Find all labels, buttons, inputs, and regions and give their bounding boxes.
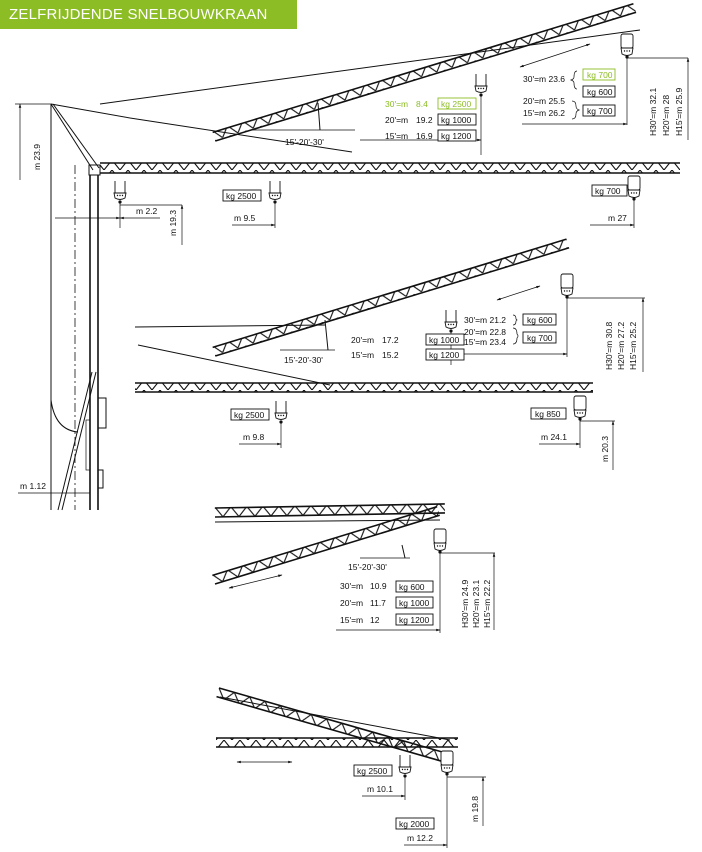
config1-row1-angle: 30'=m xyxy=(385,99,408,109)
config2-luffed-jib xyxy=(134,238,645,372)
config1-horizontal-jib xyxy=(55,162,680,245)
config2-tip-r30: 30'=m 21.2 xyxy=(464,315,506,325)
config1-luffed-jib xyxy=(212,2,690,155)
config4-tip-load: kg 2000 xyxy=(399,819,430,829)
config2-tip-r20: 20'=m 22.8 xyxy=(464,327,506,337)
config2-inner-load: kg 2500 xyxy=(234,410,265,420)
config1-inner-load: kg 2500 xyxy=(226,191,257,201)
mast-height-label: m 23.9 xyxy=(32,144,42,170)
config2-row1-load: kg 1000 xyxy=(429,335,460,345)
config2-angle-label: 15'-20'-30' xyxy=(284,355,323,365)
config4-inner-load: kg 2500 xyxy=(357,766,388,776)
config1-tip-r15: 15'=m 26.2 xyxy=(523,108,565,118)
page-title: ZELFRIJDENDE SNELBOUWKRAAN xyxy=(0,0,297,29)
config1-row3-angle: 15'=m xyxy=(385,131,408,141)
config2-tip-radius: m 24.1 xyxy=(541,432,567,442)
config2-row2-radius: 15.2 xyxy=(382,350,399,360)
config1-height-15: H15'=m 25.9 xyxy=(674,88,684,136)
config3-row3-radius: 12 xyxy=(370,615,380,625)
config3-row1-angle: 30'=m xyxy=(340,581,363,591)
config1-tip-load30b: kg 600 xyxy=(587,87,613,97)
config2-inner-radius: m 9.8 xyxy=(243,432,265,442)
config1-hook-height: m 19.3 xyxy=(168,210,178,236)
config1-height-30: H30'=m 32.1 xyxy=(648,88,658,136)
config1-tip-load2015: kg 700 xyxy=(587,106,613,116)
config3-luffed-jib xyxy=(212,503,496,633)
config2-row1-angle: 20'=m xyxy=(351,335,374,345)
config2-hook-height: m 20.3 xyxy=(600,436,610,462)
config3-row3-angle: 15'=m xyxy=(340,615,363,625)
config1-row1-load: kg 2500 xyxy=(441,99,472,109)
config3-row2-angle: 20'=m xyxy=(340,598,363,608)
config2-tip-r15: 15'=m 23.4 xyxy=(464,337,506,347)
config1-row3-radius: 16.9 xyxy=(416,131,433,141)
config3-height-15: H15'=m 22.2 xyxy=(482,580,492,628)
config1-row2-load: kg 1000 xyxy=(441,115,472,125)
config1-tip-load: kg 700 xyxy=(595,186,621,196)
config2-height-20: H20'=m 27.2 xyxy=(616,322,626,370)
config3-height-30: H30'=m 24.9 xyxy=(460,580,470,628)
config1-tip-r20: 20'=m 25.5 xyxy=(523,96,565,106)
config1-row1-radius: 8.4 xyxy=(416,99,428,109)
config1-tip-r30: 30'=m 23.6 xyxy=(523,74,565,84)
config4-folded-jib xyxy=(216,687,486,848)
config2-row2-load: kg 1200 xyxy=(429,350,460,360)
config3-row2-load: kg 1000 xyxy=(399,598,430,608)
config2-horizontal-jib xyxy=(135,344,615,470)
config4-hook-height: m 19.8 xyxy=(470,796,480,822)
config2-tip-load30: kg 600 xyxy=(527,315,553,325)
config3-row1-load: kg 600 xyxy=(399,582,425,592)
config2-tip-load: kg 850 xyxy=(535,409,561,419)
config2-height-30: H30'=m 30.8 xyxy=(604,322,614,370)
config3-row1-radius: 10.9 xyxy=(370,581,387,591)
config4-inner-radius: m 10.1 xyxy=(367,784,393,794)
config1-tip-radius: m 27 xyxy=(608,213,627,223)
config3-row3-load: kg 1200 xyxy=(399,615,430,625)
config1-row3-load: kg 1200 xyxy=(441,131,472,141)
config1-inner-radius: m 9.5 xyxy=(234,213,256,223)
config3-height-20: H20'=m 23.1 xyxy=(471,580,481,628)
config1-row2-radius: 19.2 xyxy=(416,115,433,125)
config2-row1-radius: 17.2 xyxy=(382,335,399,345)
config1-height-20: H20'=m 28 xyxy=(661,95,671,136)
config4-tip-radius: m 12.2 xyxy=(407,833,433,843)
base-offset-label: m 1.12 xyxy=(20,481,46,491)
config1-angle-label: 15'-20'-30' xyxy=(285,137,324,147)
config2-tip-load2015: kg 700 xyxy=(527,333,553,343)
config3-row2-radius: 11.7 xyxy=(370,598,386,608)
page-title-text: ZELFRIJDENDE SNELBOUWKRAAN xyxy=(9,6,268,23)
config1-min-radius: m 2.2 xyxy=(136,206,158,216)
config3-angle-label: 15'-20'-30' xyxy=(348,562,387,572)
config1-tip-load30a: kg 700 xyxy=(587,70,613,80)
crane-mast xyxy=(15,29,641,511)
config2-height-15: H15'=m 25.2 xyxy=(628,322,638,370)
config2-row2-angle: 15'=m xyxy=(351,350,374,360)
config1-row2-angle: 20'=m xyxy=(385,115,408,125)
